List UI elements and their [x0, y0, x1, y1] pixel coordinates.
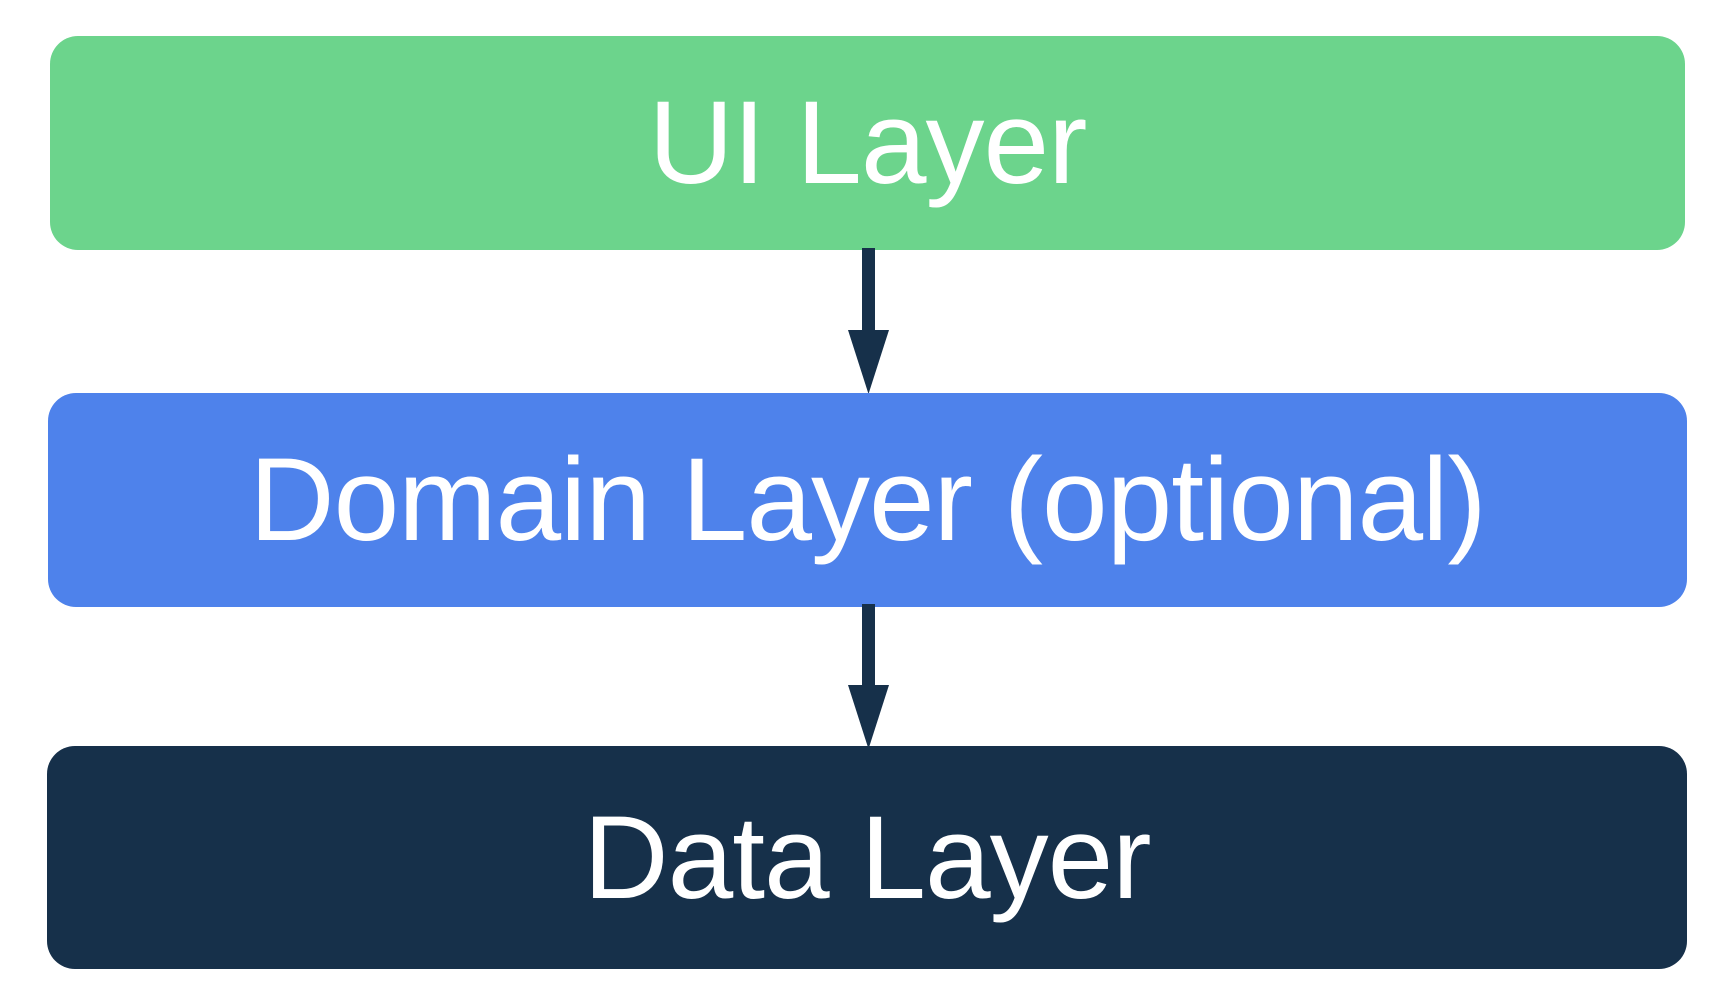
layer-box-data[interactable]: Data Layer	[47, 746, 1687, 969]
layer-label-ui: UI Layer	[648, 77, 1088, 209]
layer-box-ui[interactable]: UI Layer	[50, 36, 1685, 250]
arrow-domain-to-data	[848, 604, 889, 749]
arrow-head	[848, 330, 889, 394]
arrow-shaft	[862, 604, 875, 688]
arrow-head	[848, 685, 889, 749]
layer-box-domain[interactable]: Domain Layer (optional)	[48, 393, 1687, 607]
layer-label-data: Data Layer	[583, 791, 1151, 924]
arrow-ui-to-domain	[848, 248, 889, 394]
layer-label-domain: Domain Layer (optional)	[249, 434, 1486, 566]
arrow-shaft	[862, 248, 875, 333]
